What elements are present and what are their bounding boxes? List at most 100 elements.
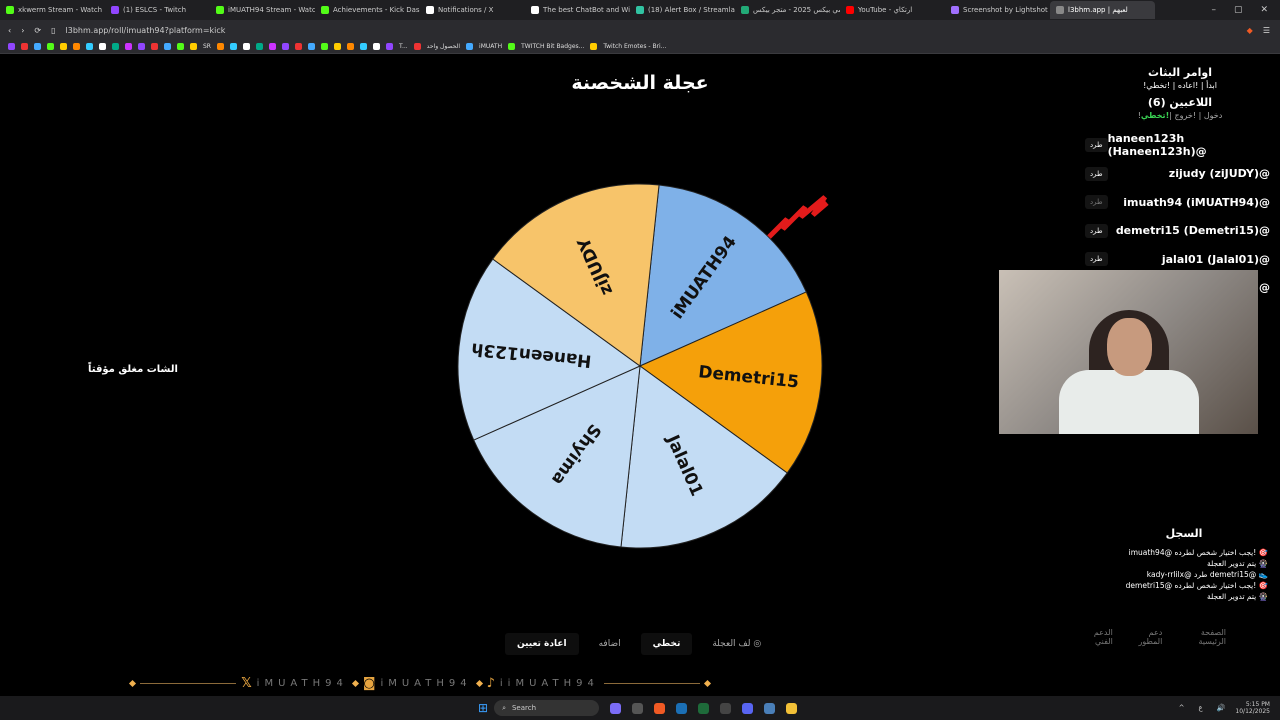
bookmark-icon[interactable]	[60, 43, 67, 50]
bookmark-icon[interactable]	[112, 43, 119, 50]
kick-button[interactable]: طرد	[1085, 166, 1108, 181]
home-link[interactable]: الصفحة الرئيسية	[1198, 628, 1226, 646]
tab-label: (1) ESLCS - Twitch	[123, 6, 187, 14]
bookmark-icon[interactable]	[255, 43, 263, 50]
browser-tab[interactable]: YouTube - ارتكاي	[840, 6, 945, 14]
players-title: اللاعبين (6)	[1147, 96, 1213, 109]
spin-label: لف العجلة	[712, 639, 751, 649]
browser-tab[interactable]: xkwerm Stream - Watch Live	[0, 6, 105, 14]
bookmark-label[interactable]: T...	[398, 43, 408, 50]
reload-icon[interactable]: ⟳	[34, 25, 42, 35]
browser-tab[interactable]: Notifications / X	[420, 6, 525, 14]
bookmark-label[interactable]: SR	[203, 43, 211, 50]
bookmark-label[interactable]: iMUATH	[479, 43, 503, 50]
wheel-segment	[639, 184, 807, 367]
steam-icon[interactable]	[676, 702, 688, 714]
taskbar-search[interactable]: ⌕Search	[494, 700, 600, 716]
reset-button[interactable]: اعادة تعيين	[505, 633, 579, 655]
dev-support-link[interactable]: دعم المطور	[1138, 628, 1163, 646]
bookmark-icon[interactable]	[466, 43, 474, 50]
bookmark-icon[interactable]	[138, 43, 145, 50]
discord-icon[interactable]	[742, 702, 754, 714]
wheel[interactable]: iMUATH94Demetri15Jalal01ShyimaHaneen123h…	[456, 182, 824, 550]
bookmark-icon[interactable]	[333, 43, 341, 50]
bookmark-icon[interactable]	[73, 43, 80, 50]
bookmark-icon[interactable]	[307, 43, 315, 50]
chatgpt-icon[interactable]	[632, 702, 644, 714]
app-icon[interactable]	[610, 702, 622, 714]
browser-tab[interactable]: Achievements - Kick Dashboard	[315, 6, 420, 14]
browser-tab[interactable]: (1) ESLCS - Twitch	[105, 6, 210, 14]
bookmark-icon[interactable]	[151, 43, 158, 50]
bookmark-label[interactable]: الحصول واحد	[426, 43, 461, 50]
bookmark-label[interactable]: TWITCH Bit Badges...	[521, 43, 585, 50]
settings-icon[interactable]	[764, 702, 776, 714]
menu-icon[interactable]: ☰	[1262, 25, 1270, 35]
bookmark-icon[interactable]	[590, 43, 598, 50]
bookmark-icon[interactable]	[21, 43, 28, 50]
volume-icon[interactable]: 🔊	[1216, 704, 1226, 712]
brave-icon[interactable]	[654, 702, 666, 714]
wheel-icon: ◎	[753, 639, 762, 649]
kick-button[interactable]: طرد	[1085, 252, 1108, 267]
bookmark-icon[interactable]	[47, 43, 54, 50]
bookmark-icon[interactable]	[8, 43, 15, 50]
bookmark-icon[interactable]	[508, 43, 516, 50]
bookmark-icon[interactable]	[216, 43, 224, 50]
browser-tab[interactable]: The best ChatBot and Widgets	[525, 6, 630, 14]
minimize-icon[interactable]: –	[1211, 5, 1216, 15]
skip-button[interactable]: تخطي	[640, 633, 693, 655]
bookmark-icon[interactable]	[359, 43, 367, 50]
bookmark-icon[interactable]	[99, 43, 106, 50]
bookmark-icon[interactable]	[86, 43, 93, 50]
forward-icon[interactable]: ›	[21, 25, 25, 35]
close-icon[interactable]: ✕	[1260, 5, 1268, 15]
bookmark-icon[interactable]: ▯	[51, 25, 56, 35]
x-icon: 𝕏	[241, 675, 252, 691]
bookmark-icon[interactable]	[125, 43, 132, 50]
browser-tab[interactable]: l3bhm.app | لعبهم	[1050, 1, 1155, 19]
browser-tab[interactable]: جيرسي بيكس 2025 - متجر بيكس	[735, 6, 840, 14]
browser-tab[interactable]: (18) Alert Box / Streamlabs	[630, 6, 735, 14]
bookmark-icon[interactable]	[177, 43, 184, 50]
bookmark-icon[interactable]	[164, 43, 171, 50]
brave-shield-icon[interactable]: ◆	[1246, 25, 1253, 35]
wheel-segment	[473, 365, 641, 548]
add-button[interactable]: اضافه	[598, 639, 621, 649]
browser-tab[interactable]: iMUATH94 Stream - Watch Live	[210, 6, 315, 14]
url-input[interactable]: l3bhm.app/roll/imuath94?platform=kick	[65, 25, 226, 35]
bookmark-icon[interactable]	[190, 43, 197, 50]
excel-icon[interactable]	[698, 702, 710, 714]
support-link[interactable]: الدعم الفني	[1093, 628, 1113, 646]
bookmark-icon[interactable]	[229, 43, 237, 50]
back-icon[interactable]: ‹	[8, 25, 12, 35]
browser-tab[interactable]: Screenshot by Lightshot	[945, 6, 1050, 14]
bookmark-icon[interactable]	[413, 43, 421, 50]
spin-button[interactable]: لف العجلة ◎	[700, 633, 773, 655]
chevron-up-icon[interactable]: ^	[1178, 704, 1185, 712]
kick-button[interactable]: طرد	[1085, 138, 1108, 153]
folder-icon[interactable]	[786, 702, 798, 714]
kick-button[interactable]: طرد	[1085, 195, 1108, 210]
log-entry: kady-rrlilx@ طرد demetri15@ 👟	[1146, 570, 1268, 579]
maximize-icon[interactable]: ▢	[1233, 5, 1243, 15]
lang-indicator[interactable]: ع	[1198, 704, 1203, 712]
windows-start-icon[interactable]: ⊞	[478, 701, 489, 715]
bookmark-icon[interactable]	[346, 43, 354, 50]
obs-icon[interactable]	[720, 702, 732, 714]
bookmark-icon[interactable]	[320, 43, 328, 50]
search-label: Search	[511, 704, 537, 712]
bookmark-icon[interactable]	[242, 43, 250, 50]
bookmark-icon[interactable]	[294, 43, 302, 50]
kick-button[interactable]: طرد	[1085, 223, 1108, 238]
bookmark-label[interactable]: Twitch Emotes - Bri...	[603, 43, 667, 50]
tab-favicon-icon	[846, 6, 854, 14]
bookmark-icon[interactable]	[268, 43, 276, 50]
bookmark-icon[interactable]	[385, 43, 393, 50]
bookmark-icon[interactable]	[34, 43, 41, 50]
bookmark-icon[interactable]	[372, 43, 380, 50]
time: 5:15 PM	[1245, 701, 1270, 708]
bookmark-icon[interactable]	[281, 43, 289, 50]
